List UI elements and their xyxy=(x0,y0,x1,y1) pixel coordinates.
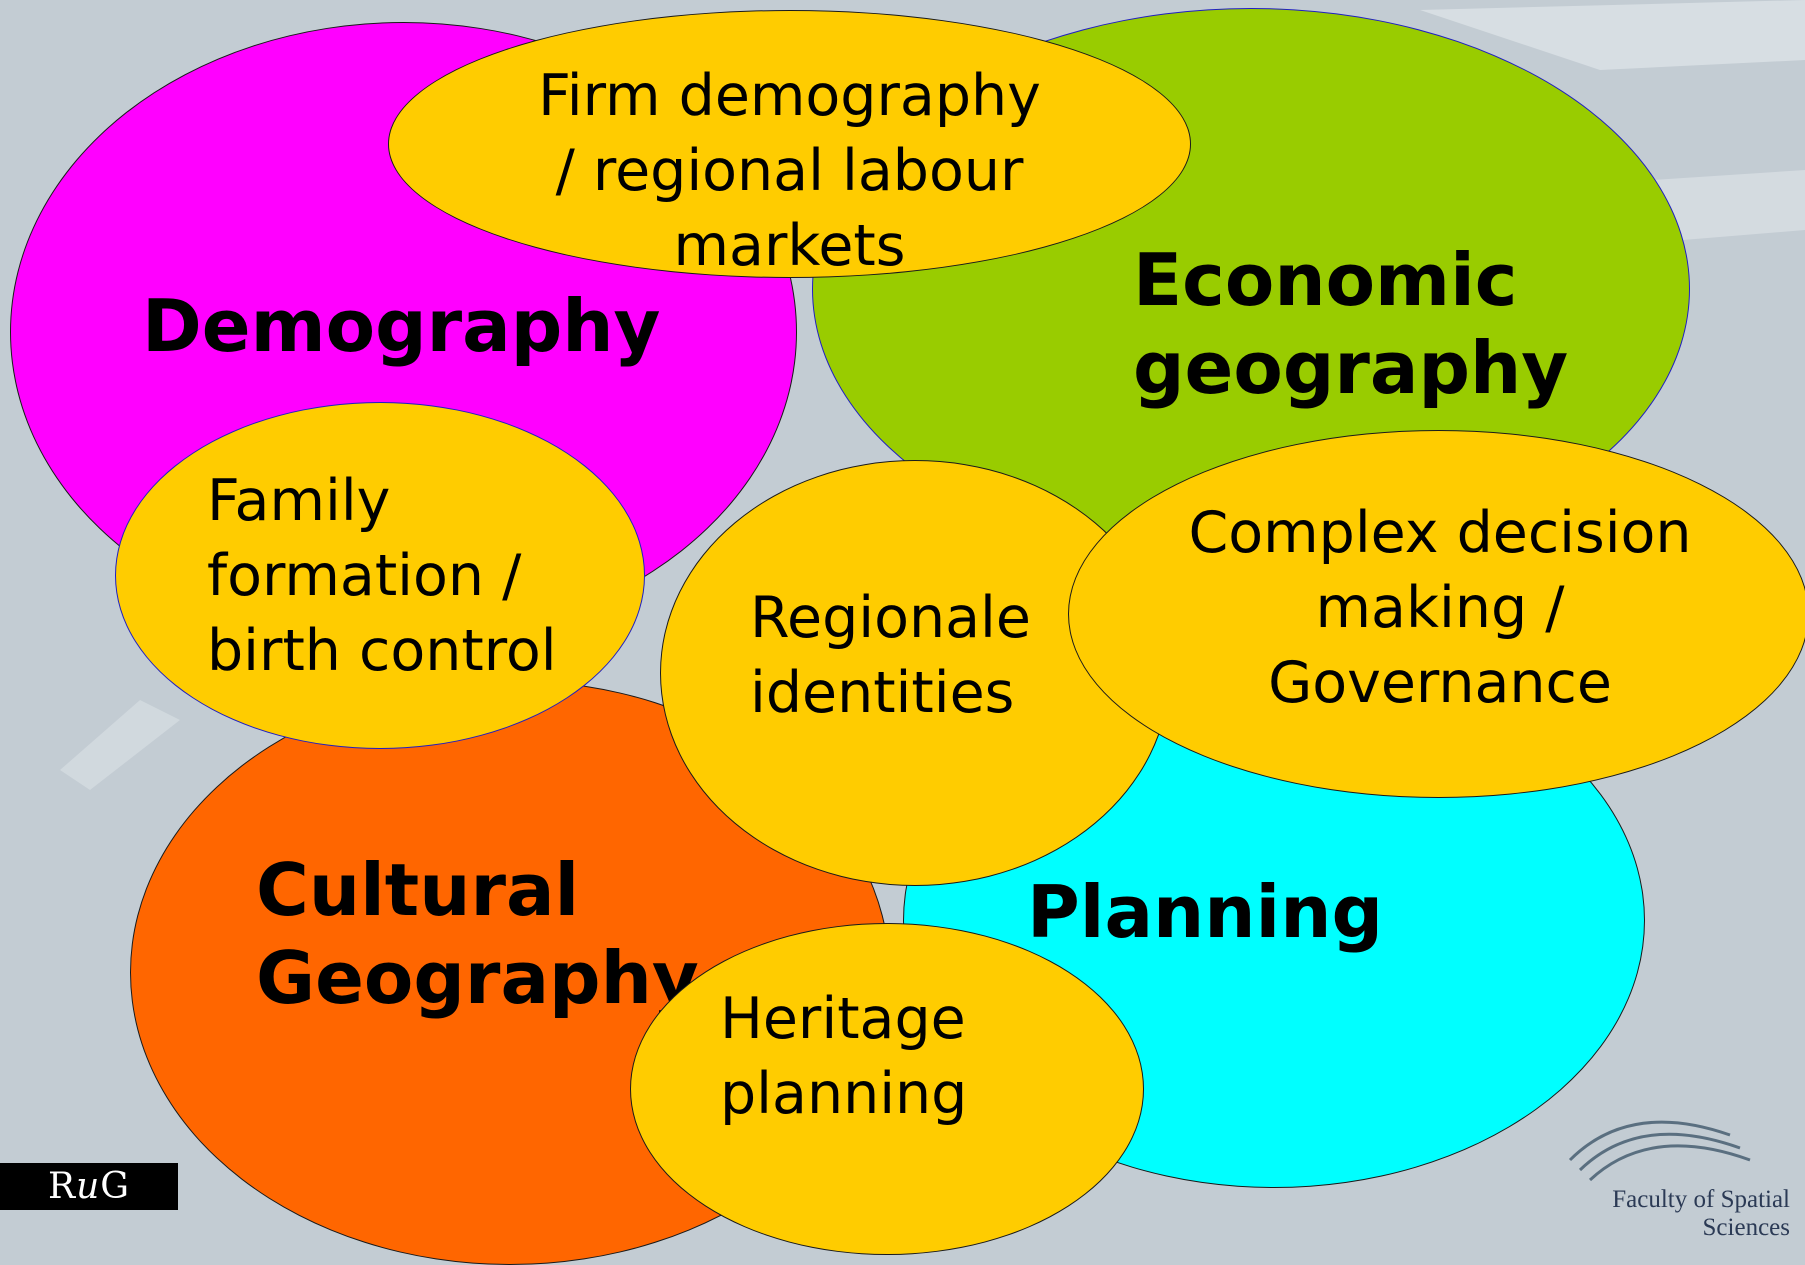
economic-geography-label-line: Economic xyxy=(1133,238,1518,322)
family-formation-label-line: birth control xyxy=(207,618,557,684)
heritage-planning-label: Heritage planning xyxy=(720,982,967,1132)
regional-identities-label-line: Regionale xyxy=(750,585,1031,651)
regional-identities-ellipse xyxy=(660,460,1170,886)
firm-demography-label-line: markets xyxy=(673,213,906,279)
faculty-label: Faculty of Spatial Sciences xyxy=(1612,1186,1790,1241)
regional-identities-label: Regionale identities xyxy=(750,581,1031,731)
firm-demography-label-line: Firm demography xyxy=(538,63,1041,129)
rug-logo-g: G xyxy=(100,1166,131,1207)
heritage-planning-ellipse xyxy=(630,923,1144,1255)
cultural-geography-label-line: Cultural xyxy=(256,848,580,932)
complex-decision-label-line: Complex decision xyxy=(1188,500,1692,566)
economic-geography-label: Economic geography xyxy=(1133,236,1568,412)
cultural-geography-label-line: Geography xyxy=(256,936,699,1020)
planning-label: Planning xyxy=(1027,870,1384,954)
rug-logo-r: R xyxy=(47,1166,77,1207)
heritage-planning-label-line: Heritage xyxy=(720,986,966,1052)
family-formation-label: Family formation / birth control xyxy=(207,464,557,689)
firm-demography-label: Firm demography / regional labour market… xyxy=(488,59,1091,284)
faculty-logo-icon xyxy=(1568,1120,1751,1182)
complex-decision-label-line: Governance xyxy=(1268,650,1612,716)
family-formation-label-line: Family xyxy=(207,468,391,534)
complex-decision-ellipse xyxy=(1068,430,1805,798)
cultural-geography-label: Cultural Geography xyxy=(256,846,699,1022)
complex-decision-label-line: making / xyxy=(1315,575,1565,641)
demography-label: Demography xyxy=(142,284,661,368)
heritage-planning-label-line: planning xyxy=(720,1061,968,1127)
regional-identities-label-line: identities xyxy=(750,660,1015,726)
family-formation-ellipse xyxy=(115,402,645,749)
family-formation-label-line: formation / xyxy=(207,543,522,609)
economic-geography-label-line: geography xyxy=(1133,326,1569,410)
firm-demography-label-line: / regional labour xyxy=(555,138,1024,204)
firm-demography-ellipse xyxy=(388,10,1191,278)
rug-logo-u: u xyxy=(76,1166,101,1207)
complex-decision-label: Complex decision making / Governance xyxy=(1160,496,1720,721)
